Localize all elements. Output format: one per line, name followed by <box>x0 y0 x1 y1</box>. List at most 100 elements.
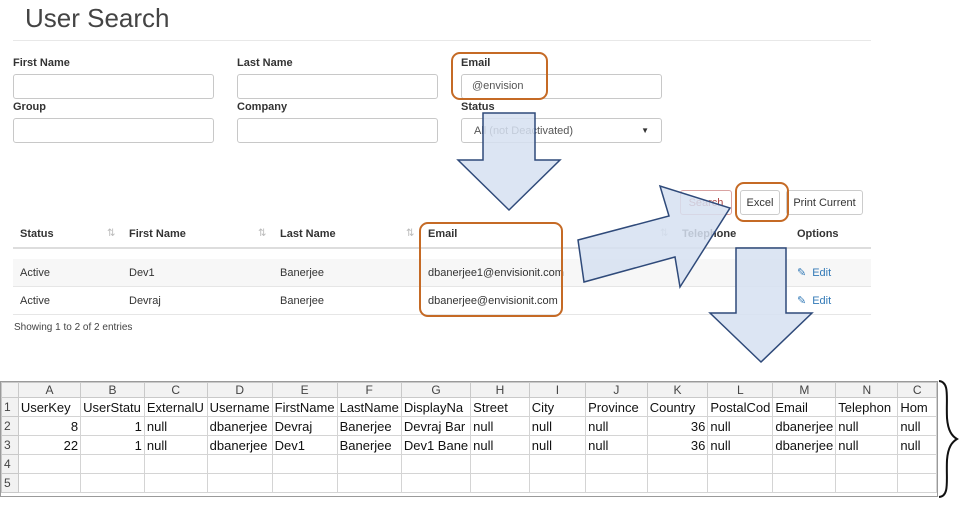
spreadsheet-cell[interactable]: 22 <box>17 435 82 455</box>
column-letter[interactable]: C <box>143 382 208 398</box>
spreadsheet-cell[interactable]: Devraj Bar <box>400 416 472 436</box>
sort-icon[interactable]: ⇅ <box>258 228 267 239</box>
row-number[interactable]: 4 <box>1 454 19 474</box>
spreadsheet-cell[interactable]: null <box>707 435 774 455</box>
spreadsheet-cell[interactable]: Dev1 <box>271 435 338 455</box>
row-number[interactable]: 1 <box>1 397 19 417</box>
group-input[interactable] <box>13 118 214 143</box>
spreadsheet-cell[interactable]: UserKey <box>17 397 82 417</box>
spreadsheet-cell[interactable] <box>897 454 937 474</box>
column-letter[interactable]: K <box>646 382 709 398</box>
spreadsheet-cell[interactable] <box>206 473 273 493</box>
spreadsheet-cell[interactable]: dbanerjee <box>206 435 273 455</box>
spreadsheet-cell[interactable] <box>17 454 82 474</box>
spreadsheet-cell[interactable] <box>585 454 648 474</box>
spreadsheet-cell[interactable]: null <box>835 416 899 436</box>
spreadsheet-cell[interactable]: 1 <box>80 416 145 436</box>
spreadsheet-cell[interactable] <box>143 454 208 474</box>
spreadsheet-cell[interactable] <box>707 473 774 493</box>
spreadsheet-cell[interactable]: Banerjee <box>336 416 402 436</box>
row-number[interactable]: 2 <box>1 416 19 436</box>
first-name-input[interactable] <box>13 74 214 99</box>
spreadsheet-cell[interactable] <box>470 473 530 493</box>
spreadsheet-cell[interactable]: Hom <box>897 397 937 417</box>
sort-icon[interactable]: ⇅ <box>107 228 116 239</box>
spreadsheet-cell[interactable]: null <box>143 435 208 455</box>
spreadsheet-cell[interactable] <box>772 473 837 493</box>
select-all-corner[interactable] <box>1 382 19 398</box>
column-letter[interactable]: N <box>835 382 899 398</box>
spreadsheet-cell[interactable] <box>400 473 472 493</box>
spreadsheet-cell[interactable] <box>835 454 899 474</box>
column-header-first-name[interactable]: First Name <box>129 228 186 240</box>
spreadsheet-cell[interactable] <box>206 454 273 474</box>
column-letter[interactable]: A <box>17 382 82 398</box>
column-letter[interactable]: J <box>585 382 648 398</box>
company-input[interactable] <box>237 118 438 143</box>
spreadsheet-cell[interactable]: null <box>897 416 937 436</box>
sort-icon[interactable]: ⇅ <box>406 228 415 239</box>
spreadsheet-cell[interactable]: Province <box>585 397 648 417</box>
spreadsheet-cell[interactable]: dbanerjee <box>206 416 273 436</box>
column-letter[interactable]: I <box>528 382 587 398</box>
spreadsheet-cell[interactable] <box>271 454 338 474</box>
spreadsheet-cell[interactable] <box>646 454 709 474</box>
spreadsheet-cell[interactable]: null <box>897 435 937 455</box>
excel-button[interactable]: Excel <box>740 190 780 215</box>
column-header-last-name[interactable]: Last Name <box>280 228 336 240</box>
spreadsheet-cell[interactable]: 1 <box>80 435 145 455</box>
spreadsheet-cell[interactable]: Dev1 Bane <box>400 435 472 455</box>
column-letter[interactable]: B <box>80 382 145 398</box>
spreadsheet-cell[interactable] <box>646 473 709 493</box>
spreadsheet-cell[interactable]: City <box>528 397 587 417</box>
spreadsheet-cell[interactable] <box>17 473 82 493</box>
spreadsheet-cell[interactable] <box>80 454 145 474</box>
print-current-button[interactable]: Print Current <box>786 190 863 215</box>
spreadsheet-cell[interactable]: null <box>470 435 530 455</box>
spreadsheet-cell[interactable]: ExternalU <box>143 397 208 417</box>
spreadsheet-cell[interactable] <box>528 473 587 493</box>
spreadsheet-cell[interactable]: Devraj <box>271 416 338 436</box>
spreadsheet-cell[interactable] <box>585 473 648 493</box>
spreadsheet-cell[interactable] <box>772 454 837 474</box>
spreadsheet-cell[interactable]: LastName <box>336 397 402 417</box>
column-letter[interactable]: C <box>897 382 937 398</box>
column-letter[interactable]: D <box>206 382 273 398</box>
spreadsheet-cell[interactable] <box>271 473 338 493</box>
column-letter[interactable]: F <box>336 382 402 398</box>
spreadsheet-cell[interactable]: null <box>585 416 648 436</box>
row-number[interactable]: 5 <box>1 473 19 493</box>
edit-link[interactable]: ✎ Edit <box>797 294 831 308</box>
spreadsheet-cell[interactable] <box>470 454 530 474</box>
column-letter[interactable]: H <box>470 382 530 398</box>
spreadsheet-cell[interactable]: Telephon <box>835 397 899 417</box>
spreadsheet-cell[interactable]: null <box>143 416 208 436</box>
spreadsheet-cell[interactable]: null <box>528 416 587 436</box>
spreadsheet-cell[interactable] <box>528 454 587 474</box>
spreadsheet-cell[interactable] <box>80 473 145 493</box>
spreadsheet-cell[interactable] <box>400 454 472 474</box>
row-number[interactable]: 3 <box>1 435 19 455</box>
spreadsheet-cell[interactable]: 36 <box>646 416 709 436</box>
spreadsheet-cell[interactable] <box>897 473 937 493</box>
spreadsheet-cell[interactable]: FirstName <box>271 397 338 417</box>
spreadsheet-cell[interactable]: Country <box>646 397 709 417</box>
spreadsheet-cell[interactable]: DisplayNa <box>400 397 472 417</box>
spreadsheet-cell[interactable]: null <box>470 416 530 436</box>
spreadsheet-cell[interactable]: dbanerjee <box>772 435 837 455</box>
spreadsheet-cell[interactable]: 36 <box>646 435 709 455</box>
email-input[interactable]: @envision <box>461 74 662 99</box>
column-header-email[interactable]: Email <box>428 228 458 240</box>
spreadsheet-cell[interactable]: null <box>585 435 648 455</box>
spreadsheet-cell[interactable] <box>707 454 774 474</box>
spreadsheet-cell[interactable] <box>143 473 208 493</box>
last-name-input[interactable] <box>237 74 438 99</box>
spreadsheet-cell[interactable]: Street <box>470 397 530 417</box>
column-letter[interactable]: G <box>400 382 472 398</box>
spreadsheet-cell[interactable] <box>336 473 402 493</box>
spreadsheet-cell[interactable]: PostalCod <box>707 397 774 417</box>
spreadsheet-cell[interactable] <box>835 473 899 493</box>
column-header-status[interactable]: Status <box>20 228 54 240</box>
spreadsheet-cell[interactable]: Banerjee <box>336 435 402 455</box>
spreadsheet-cell[interactable]: UserStatu <box>80 397 145 417</box>
